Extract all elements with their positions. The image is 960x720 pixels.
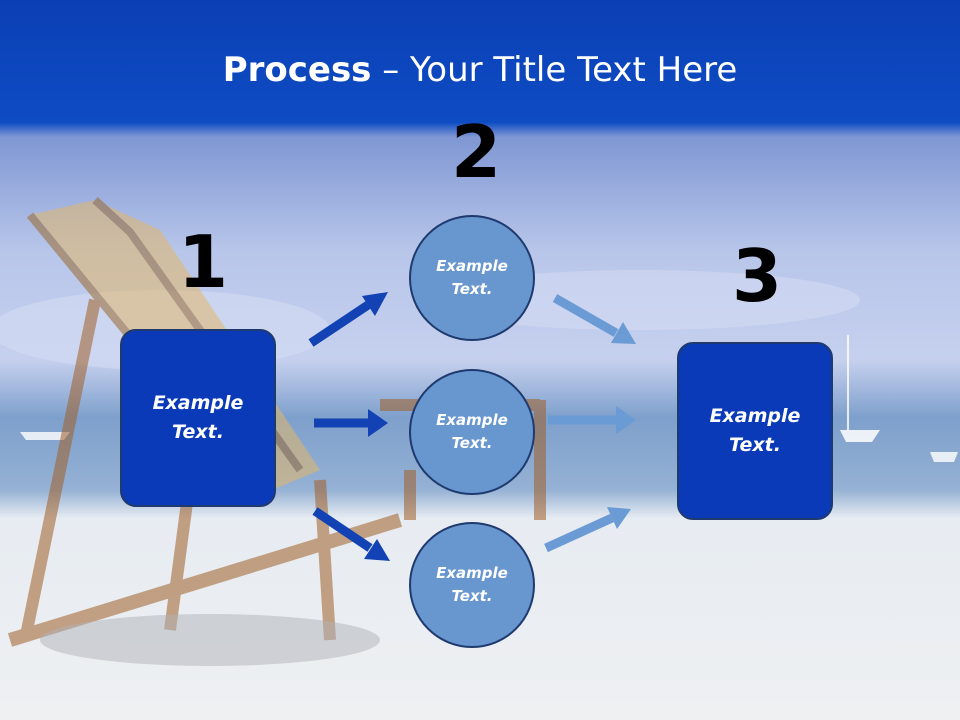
circle-middle: Example Text. [409,369,535,495]
arrow-middle-to-3 [548,406,636,434]
step-number-3: 3 [732,234,783,318]
arrow-1-to-middle [314,409,388,437]
arrow-1-to-bottom [312,507,390,561]
arrow-top-to-3 [552,294,636,344]
step-number-1: 1 [178,220,229,304]
step-1-box: Example Text. [120,329,276,507]
circle-bottom: Example Text. [409,522,535,648]
circle-top: Example Text. [409,215,535,341]
arrow-bottom-to-3 [544,507,631,553]
step-number-2: 2 [451,110,502,194]
slide-title: Process – Your Title Text Here [0,50,960,90]
arrow-1-to-top [308,292,388,347]
title-bold: Process [222,50,372,90]
step-3-box: Example Text. [677,342,833,520]
title-rest: – Your Title Text Here [371,50,738,90]
